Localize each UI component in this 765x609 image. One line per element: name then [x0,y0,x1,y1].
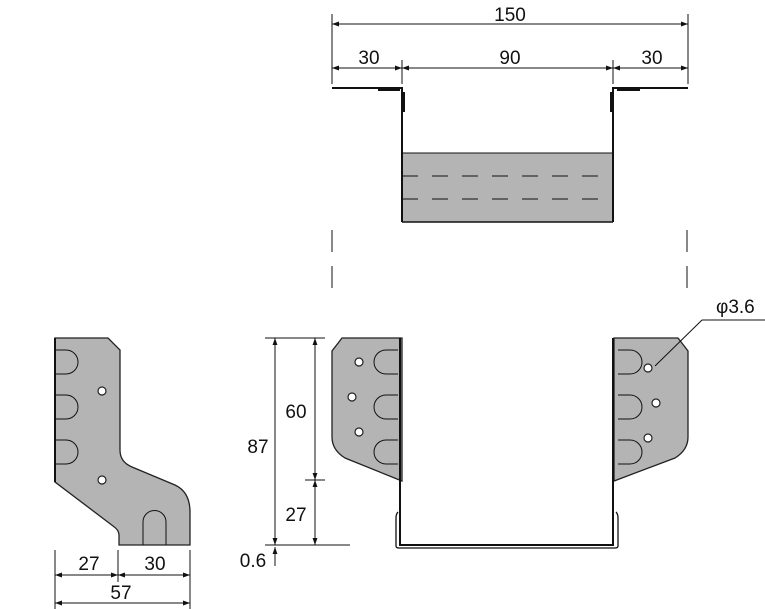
left-slots [373,349,398,465]
dim-label-inner: 90 [499,48,520,69]
nail-hole [643,363,653,373]
hanger-outline [332,87,688,222]
front-view: φ3.6 87 60 27 0.6 [240,297,765,572]
nail-hole [643,433,653,443]
dim-label-flange-right: 30 [641,48,662,69]
nail-hole [97,475,107,485]
joist-section [402,153,613,222]
top-view: 150 30 90 30 [331,5,689,300]
hanger-channel [399,338,614,546]
dim-label-lower-height: 27 [285,505,306,526]
side-view: 27 30 57 [54,337,191,609]
hole-diameter-label: φ3.6 [716,297,755,318]
dim-label-right-width: 30 [144,554,165,575]
nail-hole [354,427,364,437]
bottom-slot [142,510,167,545]
right-slots [618,349,643,465]
dim-label-overall: 150 [494,5,526,26]
dim-label-overall-width: 57 [110,583,131,604]
dim-label-upper-height: 60 [285,402,306,423]
side-plate [54,337,191,546]
left-plate [331,337,403,482]
nail-hole [347,392,357,402]
nail-hole [97,386,107,396]
side-slots [55,349,79,465]
leader-line [654,319,703,367]
dim-label-thickness: 0.6 [240,551,266,572]
dim-label-left-width: 27 [78,554,99,575]
nail-hole [354,357,364,367]
dim-label-total-height: 87 [247,437,268,458]
right-plate [613,337,689,482]
dim-label-flange-left: 30 [358,48,379,69]
nail-hole [651,398,661,408]
